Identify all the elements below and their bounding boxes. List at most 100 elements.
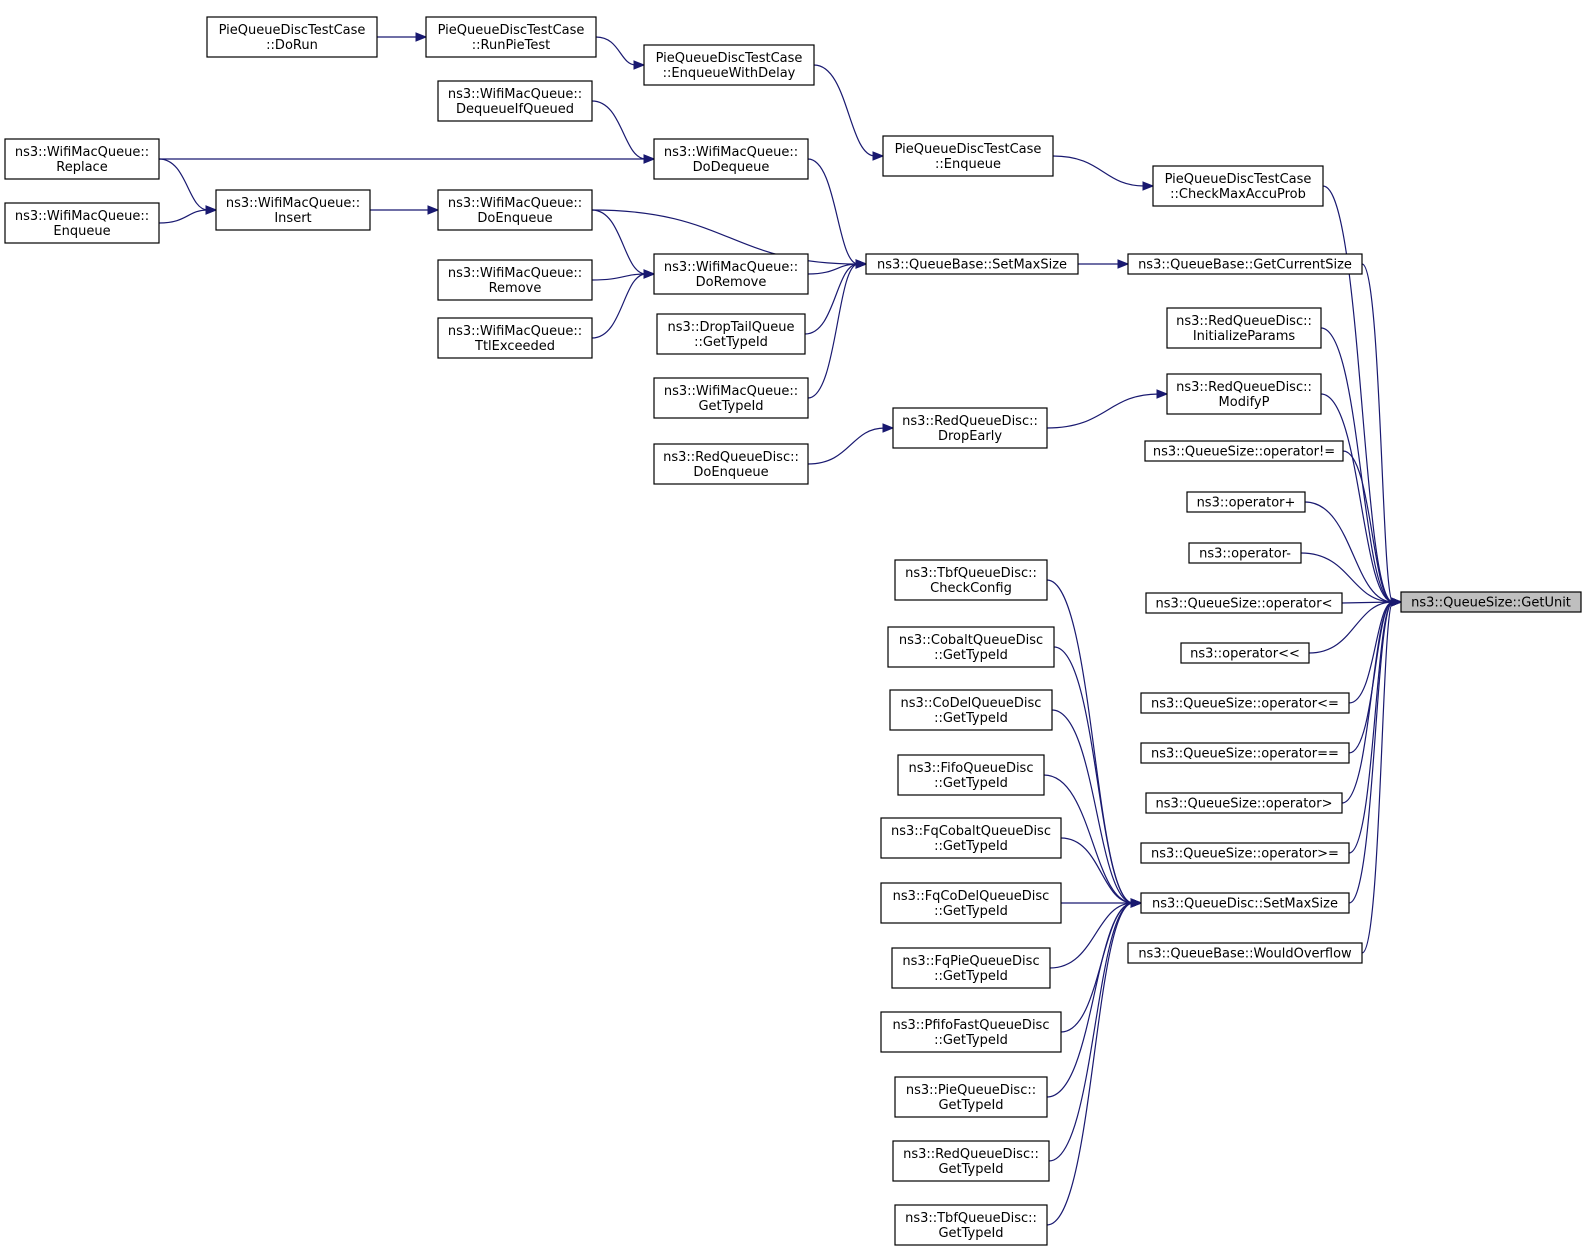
- node-wmq-replace[interactable]: ns3::WifiMacQueue::Replace: [4, 138, 160, 180]
- node-label-line: ns3::QueueBase::SetMaxSize: [877, 258, 1067, 273]
- node-label-line: ns3::WifiMacQueue::: [664, 384, 798, 399]
- node-box: [206, 16, 378, 58]
- node-pq-checkmax[interactable]: PieQueueDiscTestCase::CheckMaxAccuProb: [1152, 165, 1324, 207]
- node-label-line: ns3::QueueSize::operator>: [1156, 797, 1333, 812]
- node-pq-enqdelay[interactable]: PieQueueDiscTestCase::EnqueueWithDelay: [643, 44, 815, 86]
- edge-codel-tid-to-qd-setmax: [1051, 709, 1134, 904]
- node-op-minus[interactable]: ns3::operator-: [1188, 542, 1302, 564]
- node-qs-gt[interactable]: ns3::QueueSize::operator>: [1145, 792, 1343, 814]
- edge-red-init-to-getunit: [1320, 327, 1394, 603]
- node-qb-getcur[interactable]: ns3::QueueBase::GetCurrentSize: [1127, 253, 1363, 275]
- node-pq-enqueue[interactable]: PieQueueDiscTestCase::Enqueue: [882, 135, 1054, 177]
- node-fqpie-tid[interactable]: ns3::FqPieQueueDisc::GetTypeId: [891, 947, 1051, 989]
- node-label-line: ns3::RedQueueDisc::: [1176, 314, 1312, 329]
- node-wmq-deqifq[interactable]: ns3::WifiMacQueue::DequeueIfQueued: [437, 80, 593, 122]
- node-dtq-typeid[interactable]: ns3::DropTailQueue::GetTypeId: [656, 313, 806, 355]
- node-red-doenq[interactable]: ns3::RedQueueDisc::DoEnqueue: [653, 443, 809, 485]
- edge-fqpie-tid-to-qd-setmax: [1049, 902, 1134, 969]
- node-box: [1140, 892, 1350, 914]
- node-fqcodel-tid[interactable]: ns3::FqCoDelQueueDisc::GetTypeId: [880, 882, 1062, 924]
- node-box: [1140, 842, 1350, 864]
- node-qs-eq[interactable]: ns3::QueueSize::operator==: [1140, 742, 1350, 764]
- node-qb-setmax[interactable]: ns3::QueueBase::SetMaxSize: [865, 253, 1079, 275]
- node-label-line: ns3::RedQueueDisc::: [902, 414, 1038, 429]
- edge-qd-setmax-to-getunit: [1348, 601, 1394, 904]
- node-box: [1166, 307, 1322, 349]
- node-label-line: ns3::CobaltQueueDisc: [899, 633, 1043, 648]
- node-qs-le[interactable]: ns3::QueueSize::operator<=: [1140, 692, 1350, 714]
- node-qs-lt[interactable]: ns3::QueueSize::operator<: [1145, 592, 1343, 614]
- node-pfifo-tid[interactable]: ns3::PfifoFastQueueDisc::GetTypeId: [880, 1011, 1062, 1053]
- node-red-dropearly[interactable]: ns3::RedQueueDisc::DropEarly: [892, 407, 1048, 449]
- node-label-line: DoRemove: [696, 275, 767, 290]
- node-label-line: ::DoRun: [266, 38, 318, 53]
- node-label-line: GetTypeId: [938, 1162, 1003, 1177]
- edge-arrowhead: [643, 154, 656, 164]
- node-qb-wouldover[interactable]: ns3::QueueBase::WouldOverflow: [1127, 942, 1363, 964]
- node-label-line: ns3::WifiMacQueue::: [15, 145, 149, 160]
- node-label-line: DoEnqueue: [693, 465, 768, 480]
- edge-red-doenq-to-red-dropearly: [807, 427, 886, 465]
- node-box: [1144, 440, 1344, 462]
- node-box: [1400, 591, 1582, 613]
- node-wmq-ttl[interactable]: ns3::WifiMacQueue::TtlExceeded: [437, 317, 593, 359]
- edge-wmq-dodequeue-to-qb-setmax: [807, 158, 859, 265]
- node-qs-ne[interactable]: ns3::QueueSize::operator!=: [1144, 440, 1344, 462]
- node-label-line: ns3::QueueBase::WouldOverflow: [1138, 947, 1352, 962]
- node-getunit[interactable]: ns3::QueueSize::GetUnit: [1400, 591, 1582, 613]
- node-label-line: PieQueueDiscTestCase: [895, 142, 1042, 157]
- node-wmq-remove[interactable]: ns3::WifiMacQueue::Remove: [437, 259, 593, 301]
- node-wmq-doremove[interactable]: ns3::WifiMacQueue::DoRemove: [653, 253, 809, 295]
- edge-red-modify-to-getunit: [1320, 393, 1394, 603]
- node-box: [892, 407, 1048, 449]
- node-pie-tid[interactable]: ns3::PieQueueDisc::GetTypeId: [894, 1076, 1048, 1118]
- node-red-init[interactable]: ns3::RedQueueDisc::InitializeParams: [1166, 307, 1322, 349]
- node-tbf-check[interactable]: ns3::TbfQueueDisc::CheckConfig: [894, 559, 1048, 601]
- node-box: [4, 138, 160, 180]
- node-red-tid[interactable]: ns3::RedQueueDisc::GetTypeId: [892, 1140, 1050, 1182]
- node-box: [653, 443, 809, 485]
- node-cobalt-tid[interactable]: ns3::CobaltQueueDisc::GetTypeId: [887, 626, 1055, 668]
- node-op-plus[interactable]: ns3::operator+: [1186, 491, 1306, 513]
- node-box: [892, 1140, 1050, 1182]
- node-label-line: Enqueue: [53, 224, 110, 239]
- node-box: [1188, 542, 1302, 564]
- edge-pq-checkmax-to-getunit: [1322, 185, 1394, 603]
- node-label-line: InitializeParams: [1193, 329, 1296, 344]
- node-wmq-dodequeue[interactable]: ns3::WifiMacQueue::DoDequeue: [653, 138, 809, 180]
- node-box: [882, 135, 1054, 177]
- node-pq-dorun[interactable]: PieQueueDiscTestCase::DoRun: [206, 16, 378, 58]
- node-label-line: ns3::WifiMacQueue::: [664, 145, 798, 160]
- edge-op-shl-to-getunit: [1308, 601, 1394, 654]
- edge-arrowhead: [1142, 181, 1155, 191]
- node-codel-tid[interactable]: ns3::CoDelQueueDisc::GetTypeId: [889, 689, 1053, 731]
- node-box: [894, 559, 1048, 601]
- node-tbf-tid[interactable]: ns3::TbfQueueDisc::GetTypeId: [894, 1204, 1048, 1246]
- node-wmq-typeid[interactable]: ns3::WifiMacQueue::GetTypeId: [653, 377, 809, 419]
- node-label-line: ns3::FqCoDelQueueDisc: [893, 889, 1050, 904]
- node-wmq-insert[interactable]: ns3::WifiMacQueue::Insert: [215, 189, 371, 231]
- node-box: [894, 1076, 1048, 1118]
- edge-wmq-doenqueue-to-wmq-doremove: [591, 209, 647, 275]
- node-red-modify[interactable]: ns3::RedQueueDisc::ModifyP: [1166, 373, 1322, 415]
- node-op-shl[interactable]: ns3::operator<<: [1180, 642, 1310, 664]
- node-box: [437, 189, 593, 231]
- node-label-line: ::GetTypeId: [934, 711, 1008, 726]
- node-box: [880, 1011, 1062, 1053]
- node-box: [643, 44, 815, 86]
- node-box: [1166, 373, 1322, 415]
- node-fifo-tid[interactable]: ns3::FifoQueueDisc::GetTypeId: [897, 754, 1045, 796]
- node-qs-ge[interactable]: ns3::QueueSize::operator>=: [1140, 842, 1350, 864]
- node-label-line: ::GetTypeId: [934, 648, 1008, 663]
- node-box: [1152, 165, 1324, 207]
- node-layer: ns3::QueueSize::GetUnit PieQueueDiscTestC…: [4, 16, 1582, 1246]
- node-wmq-enqueue[interactable]: ns3::WifiMacQueue::Enqueue: [4, 202, 160, 244]
- node-box: [897, 754, 1045, 796]
- node-fqcobalt-tid[interactable]: ns3::FqCobaltQueueDisc::GetTypeId: [880, 817, 1062, 859]
- node-wmq-doenqueue[interactable]: ns3::WifiMacQueue::DoEnqueue: [437, 189, 593, 231]
- node-label-line: ns3::QueueDisc::SetMaxSize: [1152, 897, 1338, 912]
- edge-tbf-tid-to-qd-setmax: [1046, 902, 1134, 1226]
- node-pq-runpie[interactable]: PieQueueDiscTestCase::RunPieTest: [425, 16, 597, 58]
- node-label-line: ns3::QueueSize::operator!=: [1153, 445, 1335, 460]
- node-qd-setmax[interactable]: ns3::QueueDisc::SetMaxSize: [1140, 892, 1350, 914]
